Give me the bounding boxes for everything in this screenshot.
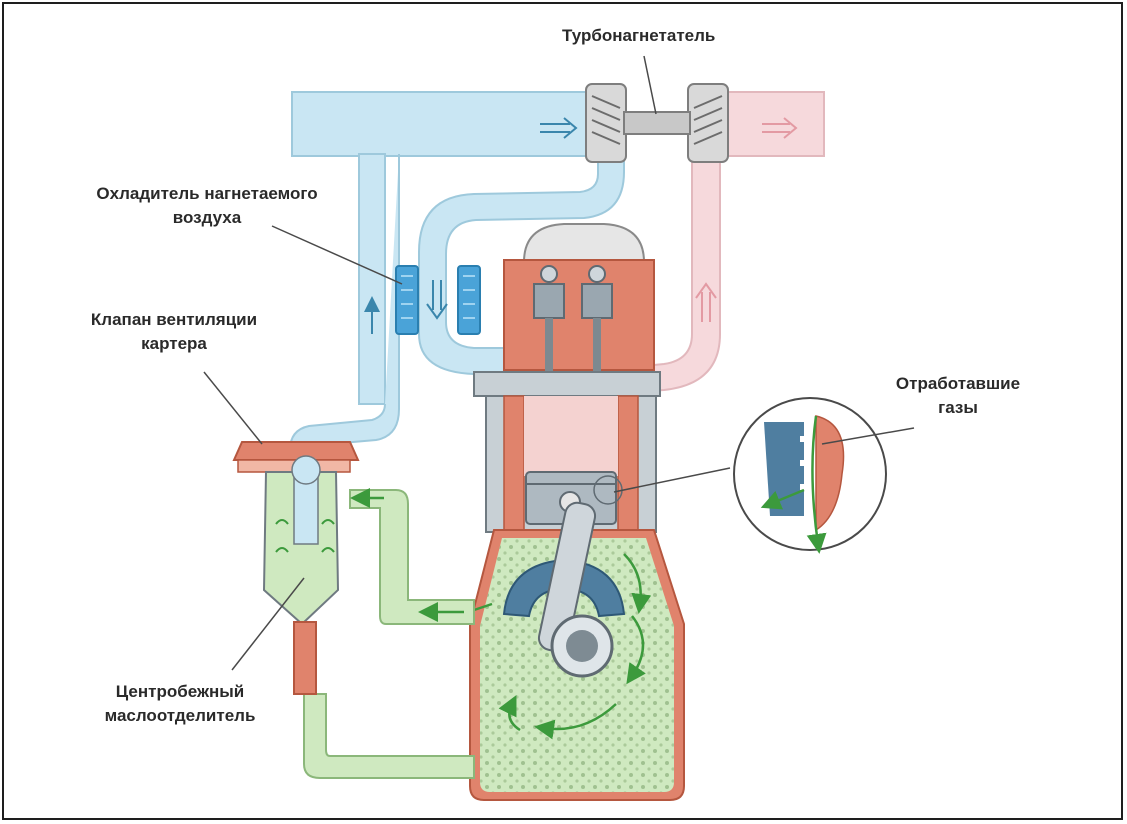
label-centrifugal-oil-separator-line1: Центробежный <box>115 682 245 701</box>
cylinder-head <box>473 223 661 397</box>
label-pcv-valve-line1: Клапан вентиляции <box>90 310 258 329</box>
leader-lines <box>203 55 915 671</box>
label-charge-air-cooler: Охладитель нагнетаемого воздуха <box>68 182 346 230</box>
label-exhaust-gases-line2: газы <box>938 398 978 417</box>
label-pcv-valve-line2: картера <box>141 334 207 353</box>
crankcase-ventilation-diagram <box>203 55 915 801</box>
label-exhaust-gases: Отработавшие газы <box>878 372 1038 420</box>
label-exhaust-gases-line1: Отработавшие <box>895 374 1021 393</box>
air-flow-arrows <box>364 117 798 334</box>
crankshaft <box>502 501 626 678</box>
label-charge-air-cooler-line2: воздуха <box>172 208 242 227</box>
oil-separator <box>232 441 360 695</box>
label-charge-air-cooler-line1: Охладитель нагнетаемого <box>96 184 318 203</box>
label-turbocharger: Турбонагнетатель <box>562 26 716 45</box>
label-pcv-valve: Клапан вентиляции картера <box>64 308 284 356</box>
blow-by-flow-arrows <box>473 553 652 740</box>
intake-air-pipes <box>289 91 625 493</box>
turbocharger <box>585 83 729 163</box>
crankcase-vent-lines <box>303 488 475 779</box>
blow-by-detail-magnifier <box>613 397 887 554</box>
label-centrifugal-oil-separator-line2: маслоотделитель <box>104 706 256 725</box>
label-centrifugal-oil-separator: Центробежный маслоотделитель <box>80 680 280 728</box>
